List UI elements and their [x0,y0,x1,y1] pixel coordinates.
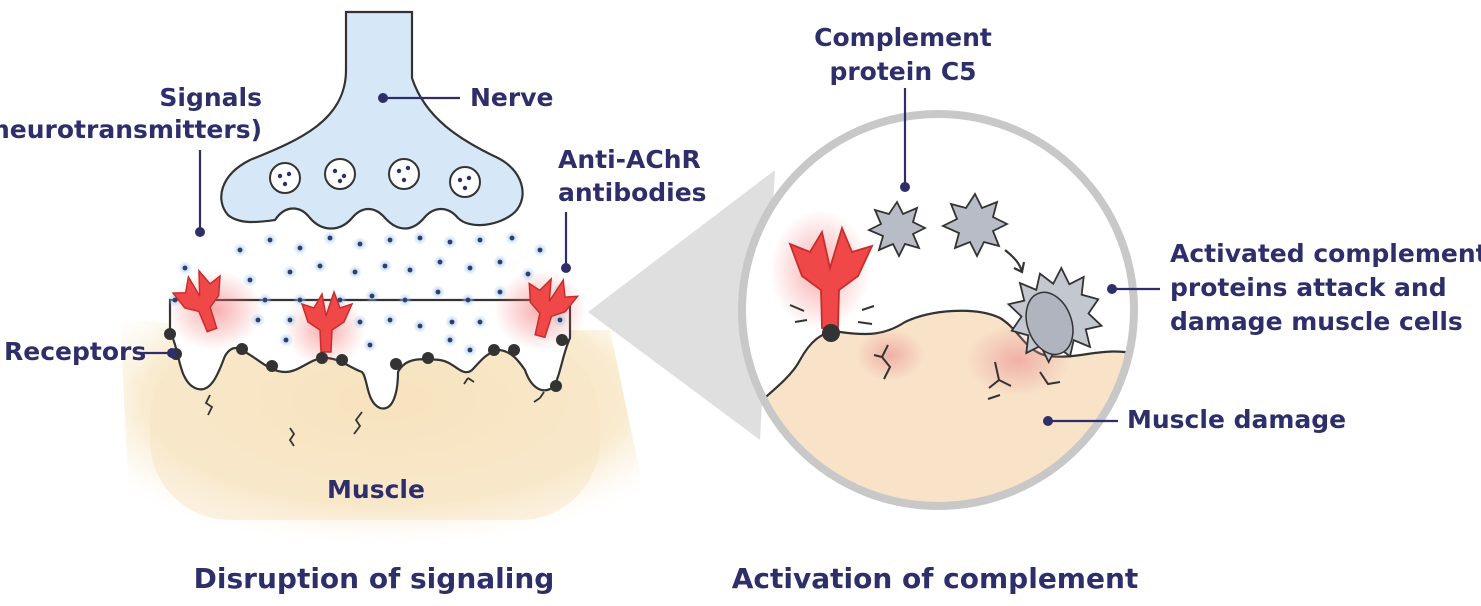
label-complement-line1: Complement [814,23,992,52]
complement-protein-1 [866,200,928,259]
neurotransmitter-dot [352,269,358,275]
neurotransmitter-dot [297,245,303,251]
neurotransmitter-dot [435,289,441,295]
label-activated-line3: damage muscle cells [1170,307,1463,336]
neurotransmitter-dot [417,323,423,329]
neurotransmitter-dot [497,259,503,265]
neurotransmitter-dot [537,247,543,253]
neurotransmitter-dot [497,289,503,295]
antibody-middle [300,289,354,353]
complement-protein-2 [940,192,1010,259]
damage-cracks [873,344,1061,400]
label-complement-line2: protein C5 [829,57,976,86]
complement-attack [1006,266,1104,364]
neurotransmitter-dot [467,265,473,271]
neurotransmitter-dot [317,263,323,269]
antibody-right [528,276,580,339]
neurotransmitter-dot [262,297,268,303]
muscle-core [150,340,600,520]
neurotransmitter-dot [247,277,253,283]
neurotransmitter-dot [357,319,363,325]
magnifier-cone [588,170,775,440]
neurotransmitter-dot [525,271,531,277]
neurotransmitter-dot [267,237,273,243]
signal-lines-zoom [789,304,875,325]
neurotransmitter-dot [255,317,261,323]
neurotransmitter-dot [417,235,423,241]
left-panel: Nerve Signals (neurotransmitters) Anti-A… [0,10,707,595]
caption-right: Activation of complement [732,562,1139,595]
neurotransmitter-dot [467,347,473,353]
neurotransmitter-dot [387,237,393,243]
label-muscle-damage: Muscle damage [1127,405,1346,434]
neurotransmitter-dot [327,235,333,241]
neurotransmitter-dot [237,247,243,253]
neurotransmitter-dot [357,241,363,247]
neurotransmitter-dot [387,317,393,323]
neurotransmitter-dot [283,337,289,343]
nerve-terminal [220,10,524,230]
vesicles [269,158,481,198]
neurotransmitter-dot [509,235,515,241]
caption-left: Disruption of signaling [194,562,555,595]
neurotransmitter-dot [337,297,343,303]
neurotransmitter-dot [182,265,188,271]
neurotransmitter-dots [168,231,567,357]
receptor-zoom [822,324,840,342]
antibody-left [171,268,221,333]
receptors [164,328,568,392]
label-activated-line2: proteins attack and [1170,273,1447,302]
arrow [1004,249,1026,274]
neurotransmitter-dot [449,319,455,325]
label-muscle: Muscle [327,475,425,504]
neurotransmitter-dot [407,267,413,273]
label-nerve: Nerve [470,83,553,112]
label-antibodies-line1: Anti-AChR [558,145,701,174]
neurotransmitter-dot [557,317,563,323]
right-panel: Complement protein C5 Activated compleme… [732,23,1481,595]
label-signals-line1: Signals [159,83,262,112]
neurotransmitter-dot [287,269,293,275]
neurotransmitter-dot [477,237,483,243]
neurotransmitter-dot [367,342,373,348]
label-receptors: Receptors [4,337,146,366]
label-activated-line1: Activated complement [1170,239,1481,268]
membrane-marks [204,377,545,447]
magnifier-circle [738,110,1138,510]
synaptic-membrane [168,298,572,410]
neurotransmitter-dot [382,263,388,269]
neurotransmitter-dot [369,293,375,299]
antibody-zoom [788,225,874,329]
neurotransmitter-dot [447,239,453,245]
neurotransmitter-dot [172,297,178,303]
neurotransmitter-dot [465,297,471,303]
neurotransmitter-dot [447,337,453,343]
neurotransmitter-dot [402,297,408,303]
neurotransmitter-dot [477,319,483,325]
neurotransmitter-dot [287,317,293,323]
neurotransmitter-dot [437,259,443,265]
neurotransmitter-dot [297,297,303,303]
label-antibodies-line2: antibodies [558,178,707,207]
label-signals-line2: (neurotransmitters) [0,115,262,144]
